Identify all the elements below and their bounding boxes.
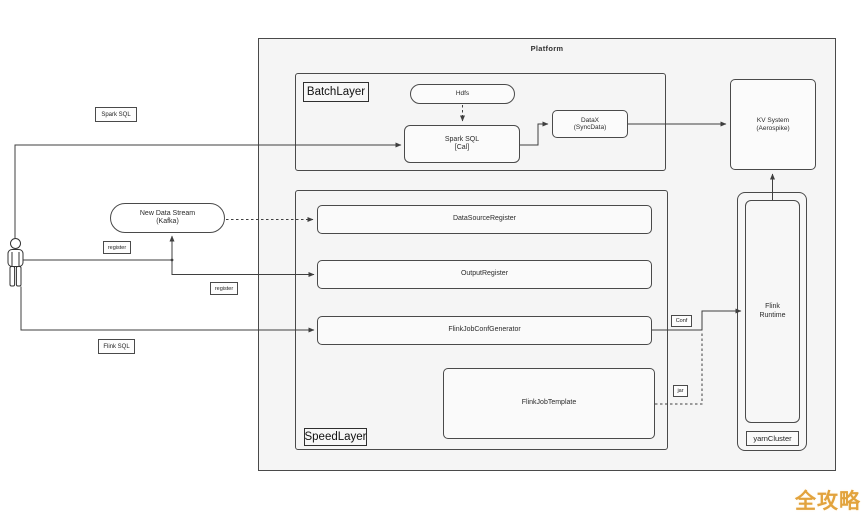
edge-label-spark-sql: Spark SQL [95, 107, 137, 122]
edge-label-conf: Conf [671, 315, 692, 327]
kafka-node: New Data Stream (Kafka) [110, 203, 225, 233]
spark-sql-node: Spark SQL [Cal] [404, 125, 520, 163]
actor-icon [7, 238, 24, 287]
data-source-register-node: DataSourceRegister [317, 205, 652, 234]
platform-title: Platform [530, 44, 564, 53]
datax-node: DataX (SyncData) [552, 110, 628, 138]
speed-layer-label: SpeedLayer [304, 428, 367, 446]
edge-label-register-output: register [210, 282, 238, 295]
edge-label-flink-sql: Flink SQL [98, 339, 135, 354]
flink-job-template-node: FlinkJobTemplate [443, 368, 655, 439]
hdfs-node: Hdfs [410, 84, 515, 104]
batch-layer-label: BatchLayer [303, 82, 369, 102]
flink-job-conf-generator-node: FlinkJobConfGenerator [317, 316, 652, 345]
output-register-node: OutputRegister [317, 260, 652, 289]
yarn-cluster-label: yarnCluster [746, 431, 799, 446]
watermark: 全攻略 [795, 490, 861, 513]
edge-label-jar: jar [673, 385, 688, 397]
edge-junction-dot [170, 258, 174, 262]
edge-label-register-kafka: register [103, 241, 131, 254]
flink-runtime-node: Flink Runtime [745, 200, 800, 423]
kv-system-node: KV System (Aerospike) [730, 79, 816, 170]
